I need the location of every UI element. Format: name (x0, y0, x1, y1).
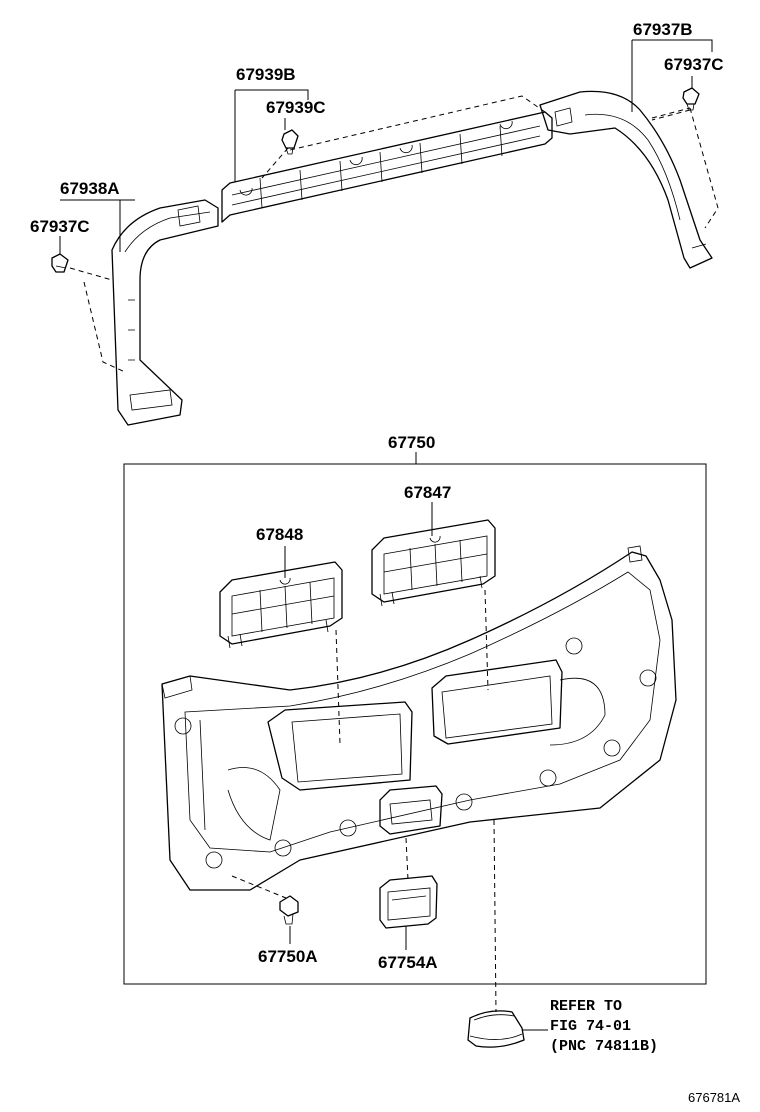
assembly-frame (123, 463, 707, 985)
left-side-garnish (69, 199, 219, 426)
reference-line-2: FIG 74-01 (550, 1018, 631, 1035)
label-67938A: 67938A (60, 179, 120, 198)
clip-67750A (279, 895, 299, 925)
clip-67937C-left (51, 253, 69, 273)
reference-line-3: (PNC 74811B) (550, 1038, 658, 1055)
access-cover-67847 (371, 519, 496, 607)
upper-center-garnish (221, 95, 553, 223)
label-67939C: 67939C (266, 98, 326, 117)
referenced-handle-part (467, 1010, 525, 1048)
label-67937C-left: 67937C (30, 217, 90, 236)
label-67848: 67848 (256, 525, 303, 544)
cover-67754A (379, 875, 438, 929)
label-67937B: 67937B (633, 20, 693, 39)
label-67750A: 67750A (258, 947, 318, 966)
label-67750: 67750 (388, 433, 435, 452)
label-67939B: 67939B (236, 65, 296, 84)
right-side-garnish (539, 90, 719, 269)
label-67847: 67847 (404, 483, 451, 502)
clip-67937C-right (682, 87, 700, 111)
label-67754A: 67754A (378, 953, 438, 972)
back-door-trim-board (161, 545, 677, 891)
label-67937C-right: 67937C (664, 55, 724, 74)
reference-line-1: REFER TO (550, 998, 622, 1015)
illustration-id: 676781A (688, 1090, 740, 1105)
clip-67939C (281, 129, 299, 155)
access-cover-67848 (219, 561, 343, 649)
